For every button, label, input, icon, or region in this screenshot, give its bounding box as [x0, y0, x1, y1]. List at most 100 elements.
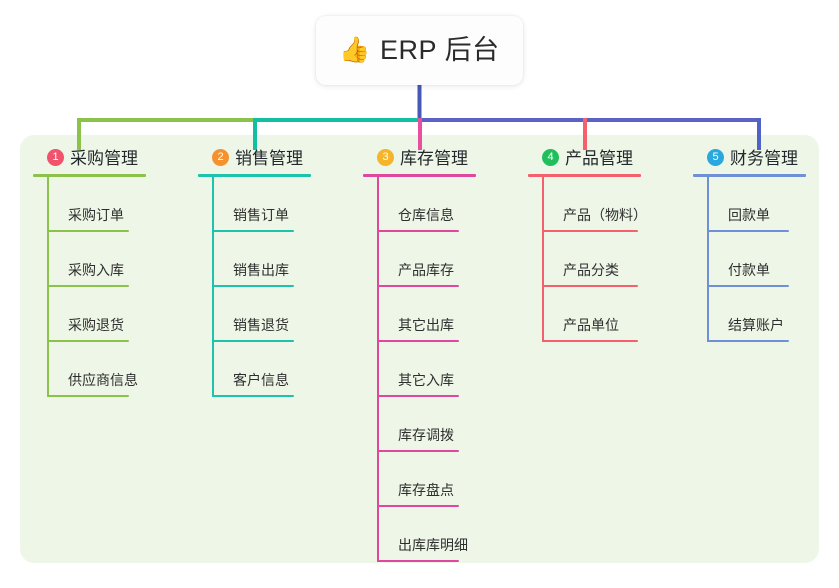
- branch-item[interactable]: 回款单: [693, 177, 806, 232]
- branch-header[interactable]: 3 库存管理: [363, 146, 476, 168]
- branch-item-label: 库存盘点: [398, 482, 454, 498]
- thumbs-up-icon: 👍: [339, 36, 372, 64]
- branch-item-underline: [377, 395, 459, 397]
- branch-item[interactable]: 其它入库: [363, 342, 476, 397]
- diagram-background-panel: [20, 135, 819, 563]
- branch-item-underline: [377, 285, 459, 287]
- branch-item[interactable]: 产品（物料）: [528, 177, 647, 232]
- branch-item-underline: [47, 395, 129, 397]
- branch-item-underline: [212, 285, 294, 287]
- branch-item-underline: [542, 230, 638, 232]
- branch-item-underline: [212, 340, 294, 342]
- branch-item-underline: [707, 230, 789, 232]
- branch-column: 3 库存管理仓库信息产品库存其它出库其它入库库存调拨库存盘点出库库明细: [363, 146, 476, 562]
- branch-item[interactable]: 仓库信息: [363, 177, 476, 232]
- branch-item-underline: [377, 450, 459, 452]
- branch-item-underline: [377, 560, 459, 562]
- branch-header[interactable]: 5 财务管理: [693, 146, 806, 168]
- branch-item-label: 仓库信息: [398, 207, 454, 223]
- branch-items: 销售订单销售出库销售退货客户信息: [198, 177, 311, 397]
- branch-item-underline: [377, 230, 459, 232]
- branch-header-underline: [363, 174, 476, 177]
- branch-item-label: 回款单: [728, 207, 770, 223]
- branch-item[interactable]: 销售订单: [198, 177, 311, 232]
- branch-trunk-line: [47, 177, 49, 397]
- branch-header[interactable]: 2 销售管理: [198, 146, 311, 168]
- branch-item[interactable]: 产品单位: [528, 287, 641, 342]
- branch-title: 财务管理: [730, 148, 798, 168]
- branch-item-underline: [212, 230, 294, 232]
- branch-column: 4 产品管理产品（物料） 产品分类产品单位: [528, 146, 647, 342]
- branch-header-underline: [33, 174, 146, 177]
- branch-trunk-line: [542, 177, 544, 342]
- branch-column: 1 采购管理采购订单采购入库采购退货供应商信息: [33, 146, 146, 397]
- root-title-text: ERP 后台: [380, 35, 500, 65]
- branch-item-label: 供应商信息: [68, 372, 138, 388]
- branch-item-label: 其它入库: [398, 372, 454, 388]
- branch-title: 销售管理: [235, 148, 303, 168]
- branch-item-label: 付款单: [728, 262, 770, 278]
- branch-header[interactable]: 4 产品管理: [528, 146, 641, 168]
- branch-item-underline: [542, 285, 638, 287]
- branch-item[interactable]: 产品库存: [363, 232, 476, 287]
- branch-item[interactable]: 客户信息: [198, 342, 311, 397]
- branch-title: 采购管理: [70, 148, 138, 168]
- branch-item-underline: [377, 505, 459, 507]
- branch-item-underline: [707, 340, 789, 342]
- branch-items: 采购订单采购入库采购退货供应商信息: [33, 177, 146, 397]
- branch-column: 2 销售管理销售订单销售出库销售退货客户信息: [198, 146, 311, 397]
- branch-item[interactable]: 付款单: [693, 232, 806, 287]
- branch-item[interactable]: 结算账户: [693, 287, 806, 342]
- branch-item[interactable]: 销售出库: [198, 232, 311, 287]
- branch-item-underline: [47, 340, 129, 342]
- branch-item-underline: [377, 340, 459, 342]
- root-node-label: 👍 ERP 后台: [339, 37, 499, 64]
- root-node[interactable]: 👍 ERP 后台: [316, 16, 523, 85]
- branch-item[interactable]: 采购退货: [33, 287, 146, 342]
- branch-header[interactable]: 1 采购管理: [33, 146, 146, 168]
- branch-header-underline: [528, 174, 641, 177]
- branch-item[interactable]: 采购入库: [33, 232, 146, 287]
- branch-item-label: 采购入库: [68, 262, 124, 278]
- branch-item-label: 产品分类: [563, 262, 619, 278]
- branch-index-badge: 2: [212, 148, 229, 166]
- branch-title: 库存管理: [400, 148, 468, 168]
- branch-item-label: 销售出库: [233, 262, 289, 278]
- branch-item[interactable]: 销售退货: [198, 287, 311, 342]
- branch-index-badge: 4: [542, 148, 559, 166]
- branch-item-underline: [707, 285, 789, 287]
- branch-item[interactable]: 库存盘点: [363, 452, 476, 507]
- branch-item[interactable]: 采购订单: [33, 177, 146, 232]
- branch-item[interactable]: 库存调拨: [363, 397, 476, 452]
- branch-item-label: 销售订单: [233, 207, 289, 223]
- branch-header-underline: [198, 174, 311, 177]
- branch-item-label: 产品库存: [398, 262, 454, 278]
- branch-index-badge: 1: [47, 148, 64, 166]
- branch-item-label: 库存调拨: [398, 427, 454, 443]
- branch-index-badge: 3: [377, 148, 394, 166]
- branch-column: 5 财务管理回款单付款单结算账户: [693, 146, 806, 342]
- branch-item-underline: [47, 230, 129, 232]
- branch-item-label: 出库库明细: [398, 537, 468, 553]
- branch-item[interactable]: 出库库明细: [363, 507, 476, 562]
- branch-item-underline: [212, 395, 294, 397]
- branch-item[interactable]: 产品分类: [528, 232, 641, 287]
- branch-index-badge: 5: [707, 148, 724, 166]
- branch-item[interactable]: 供应商信息: [33, 342, 146, 397]
- branch-title: 产品管理: [565, 148, 633, 168]
- branch-item[interactable]: 其它出库: [363, 287, 476, 342]
- branch-items: 回款单付款单结算账户: [693, 177, 806, 342]
- branch-item-label: 其它出库: [398, 317, 454, 333]
- branch-item-underline: [47, 285, 129, 287]
- branch-item-label: 销售退货: [233, 317, 289, 333]
- branch-item-label: 采购订单: [68, 207, 124, 223]
- branch-trunk-line: [707, 177, 709, 342]
- branch-header-underline: [693, 174, 806, 177]
- branch-item-label: 客户信息: [233, 372, 289, 388]
- branch-item-label: 结算账户: [728, 317, 784, 333]
- branch-trunk-line: [377, 177, 379, 562]
- branch-item-label: 产品（物料）: [563, 207, 647, 223]
- branch-items: 产品（物料） 产品分类产品单位: [528, 177, 647, 342]
- branch-items: 仓库信息产品库存其它出库其它入库库存调拨库存盘点出库库明细: [363, 177, 476, 562]
